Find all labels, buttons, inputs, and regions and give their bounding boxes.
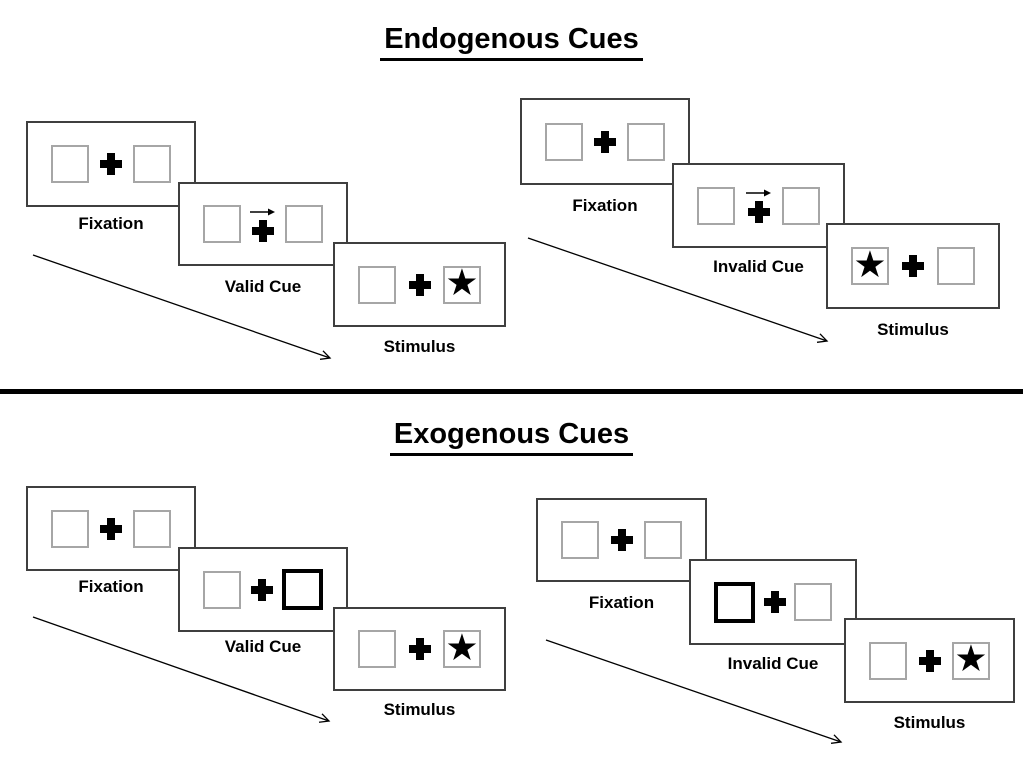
right-placeholder-square: [133, 509, 171, 548]
star-icon: ★: [954, 637, 988, 680]
right-placeholder-square: [133, 145, 171, 183]
timeline-arrow-exogenous-valid: [32, 616, 329, 721]
left-placeholder-square: [545, 122, 583, 161]
exogenous-valid-fixation-label: Fixation: [78, 577, 144, 596]
fixation-cross-icon: [408, 638, 431, 660]
endogenous-invalid-cue-label: Invalid Cue: [713, 257, 804, 276]
fixation-cross-icon: [594, 130, 616, 153]
right-placeholder-square: [782, 186, 820, 225]
left-highlighted-cue-square: [714, 581, 755, 623]
endogenous-invalid-fixation-panel: [520, 98, 690, 185]
endogenous-valid-cue-label: Valid Cue: [224, 277, 302, 296]
fixation-cross-icon: [408, 273, 431, 296]
exogenous-valid-cue-panel: [178, 547, 348, 632]
exogenous-section-title-text: Exogenous Cues: [389, 417, 634, 456]
exogenous-invalid-fixation-panel: [536, 498, 707, 582]
right-placeholder-square: [937, 247, 975, 285]
exogenous-section-title: Exogenous Cues: [0, 417, 1023, 456]
left-placeholder-square: [51, 509, 89, 548]
endogenous-section-title: Endogenous Cues: [0, 22, 1023, 61]
fixation-cross-icon: [100, 517, 122, 540]
endogenous-invalid-stimulus-label: Stimulus: [877, 320, 949, 339]
timeline-arrow-endogenous-invalid: [527, 237, 827, 341]
exogenous-valid-stimulus-panel: ★: [333, 607, 506, 691]
right-target-square: ★: [443, 625, 481, 669]
left-placeholder-square: [869, 641, 907, 680]
fixation-cross-icon: [763, 591, 786, 613]
exogenous-valid-cue-label: Valid Cue: [224, 637, 302, 656]
central-cue-group: [745, 188, 772, 223]
exogenous-invalid-cue-panel: [689, 559, 857, 645]
exogenous-invalid-stimulus-label: Stimulus: [893, 713, 966, 732]
exogenous-invalid-fixation-label: Fixation: [588, 593, 655, 612]
right-placeholder-square: [794, 583, 832, 621]
exogenous-invalid-cue-label: Invalid Cue: [727, 654, 819, 673]
exogenous-valid-fixation-panel: [26, 486, 196, 571]
endogenous-valid-fixation-panel: [26, 121, 196, 207]
left-placeholder-square: [203, 570, 241, 609]
section-divider-line: [0, 389, 1023, 394]
endogenous-valid-cue-panel: [178, 182, 348, 266]
fixation-cross-icon: [902, 255, 924, 277]
endogenous-invalid-fixation-label: Fixation: [572, 196, 638, 215]
right-placeholder-square: [627, 122, 665, 161]
star-icon: ★: [853, 242, 887, 286]
timeline-arrow-endogenous-valid: [32, 254, 330, 358]
endogenous-invalid-stimulus-panel: ★: [826, 223, 1000, 309]
left-placeholder-square: [358, 630, 396, 668]
fixation-cross-icon: [918, 649, 941, 672]
exogenous-valid-stimulus-label: Stimulus: [383, 700, 456, 719]
left-placeholder-square: [203, 205, 241, 243]
left-target-square: ★: [851, 242, 889, 286]
left-placeholder-square: [358, 265, 396, 304]
central-cue-group: [250, 207, 276, 242]
endogenous-section-title-text: Endogenous Cues: [380, 22, 643, 61]
fixation-cross-icon: [747, 201, 770, 223]
cue-arrow-right-icon: [745, 189, 771, 197]
endogenous-valid-fixation-label: Fixation: [78, 214, 144, 233]
endogenous-valid-stimulus-label: Stimulus: [383, 337, 456, 356]
left-placeholder-square: [561, 521, 599, 559]
right-target-square: ★: [443, 261, 481, 304]
fixation-cross-icon: [610, 529, 633, 551]
endogenous-valid-stimulus-panel: ★: [333, 242, 506, 327]
star-icon: ★: [445, 261, 479, 304]
right-placeholder-square: [285, 205, 323, 243]
fixation-cross-icon: [252, 219, 274, 242]
endogenous-invalid-cue-panel: [672, 163, 845, 248]
fixation-cross-icon: [100, 153, 122, 175]
right-placeholder-square: [644, 521, 682, 559]
left-placeholder-square: [697, 186, 735, 225]
cue-arrow-right-icon: [250, 208, 275, 215]
right-highlighted-cue-square: [282, 569, 323, 610]
left-placeholder-square: [51, 145, 89, 183]
right-target-square: ★: [952, 637, 990, 680]
star-icon: ★: [445, 625, 479, 669]
exogenous-invalid-stimulus-panel: ★: [844, 618, 1015, 703]
fixation-cross-icon: [250, 578, 273, 601]
